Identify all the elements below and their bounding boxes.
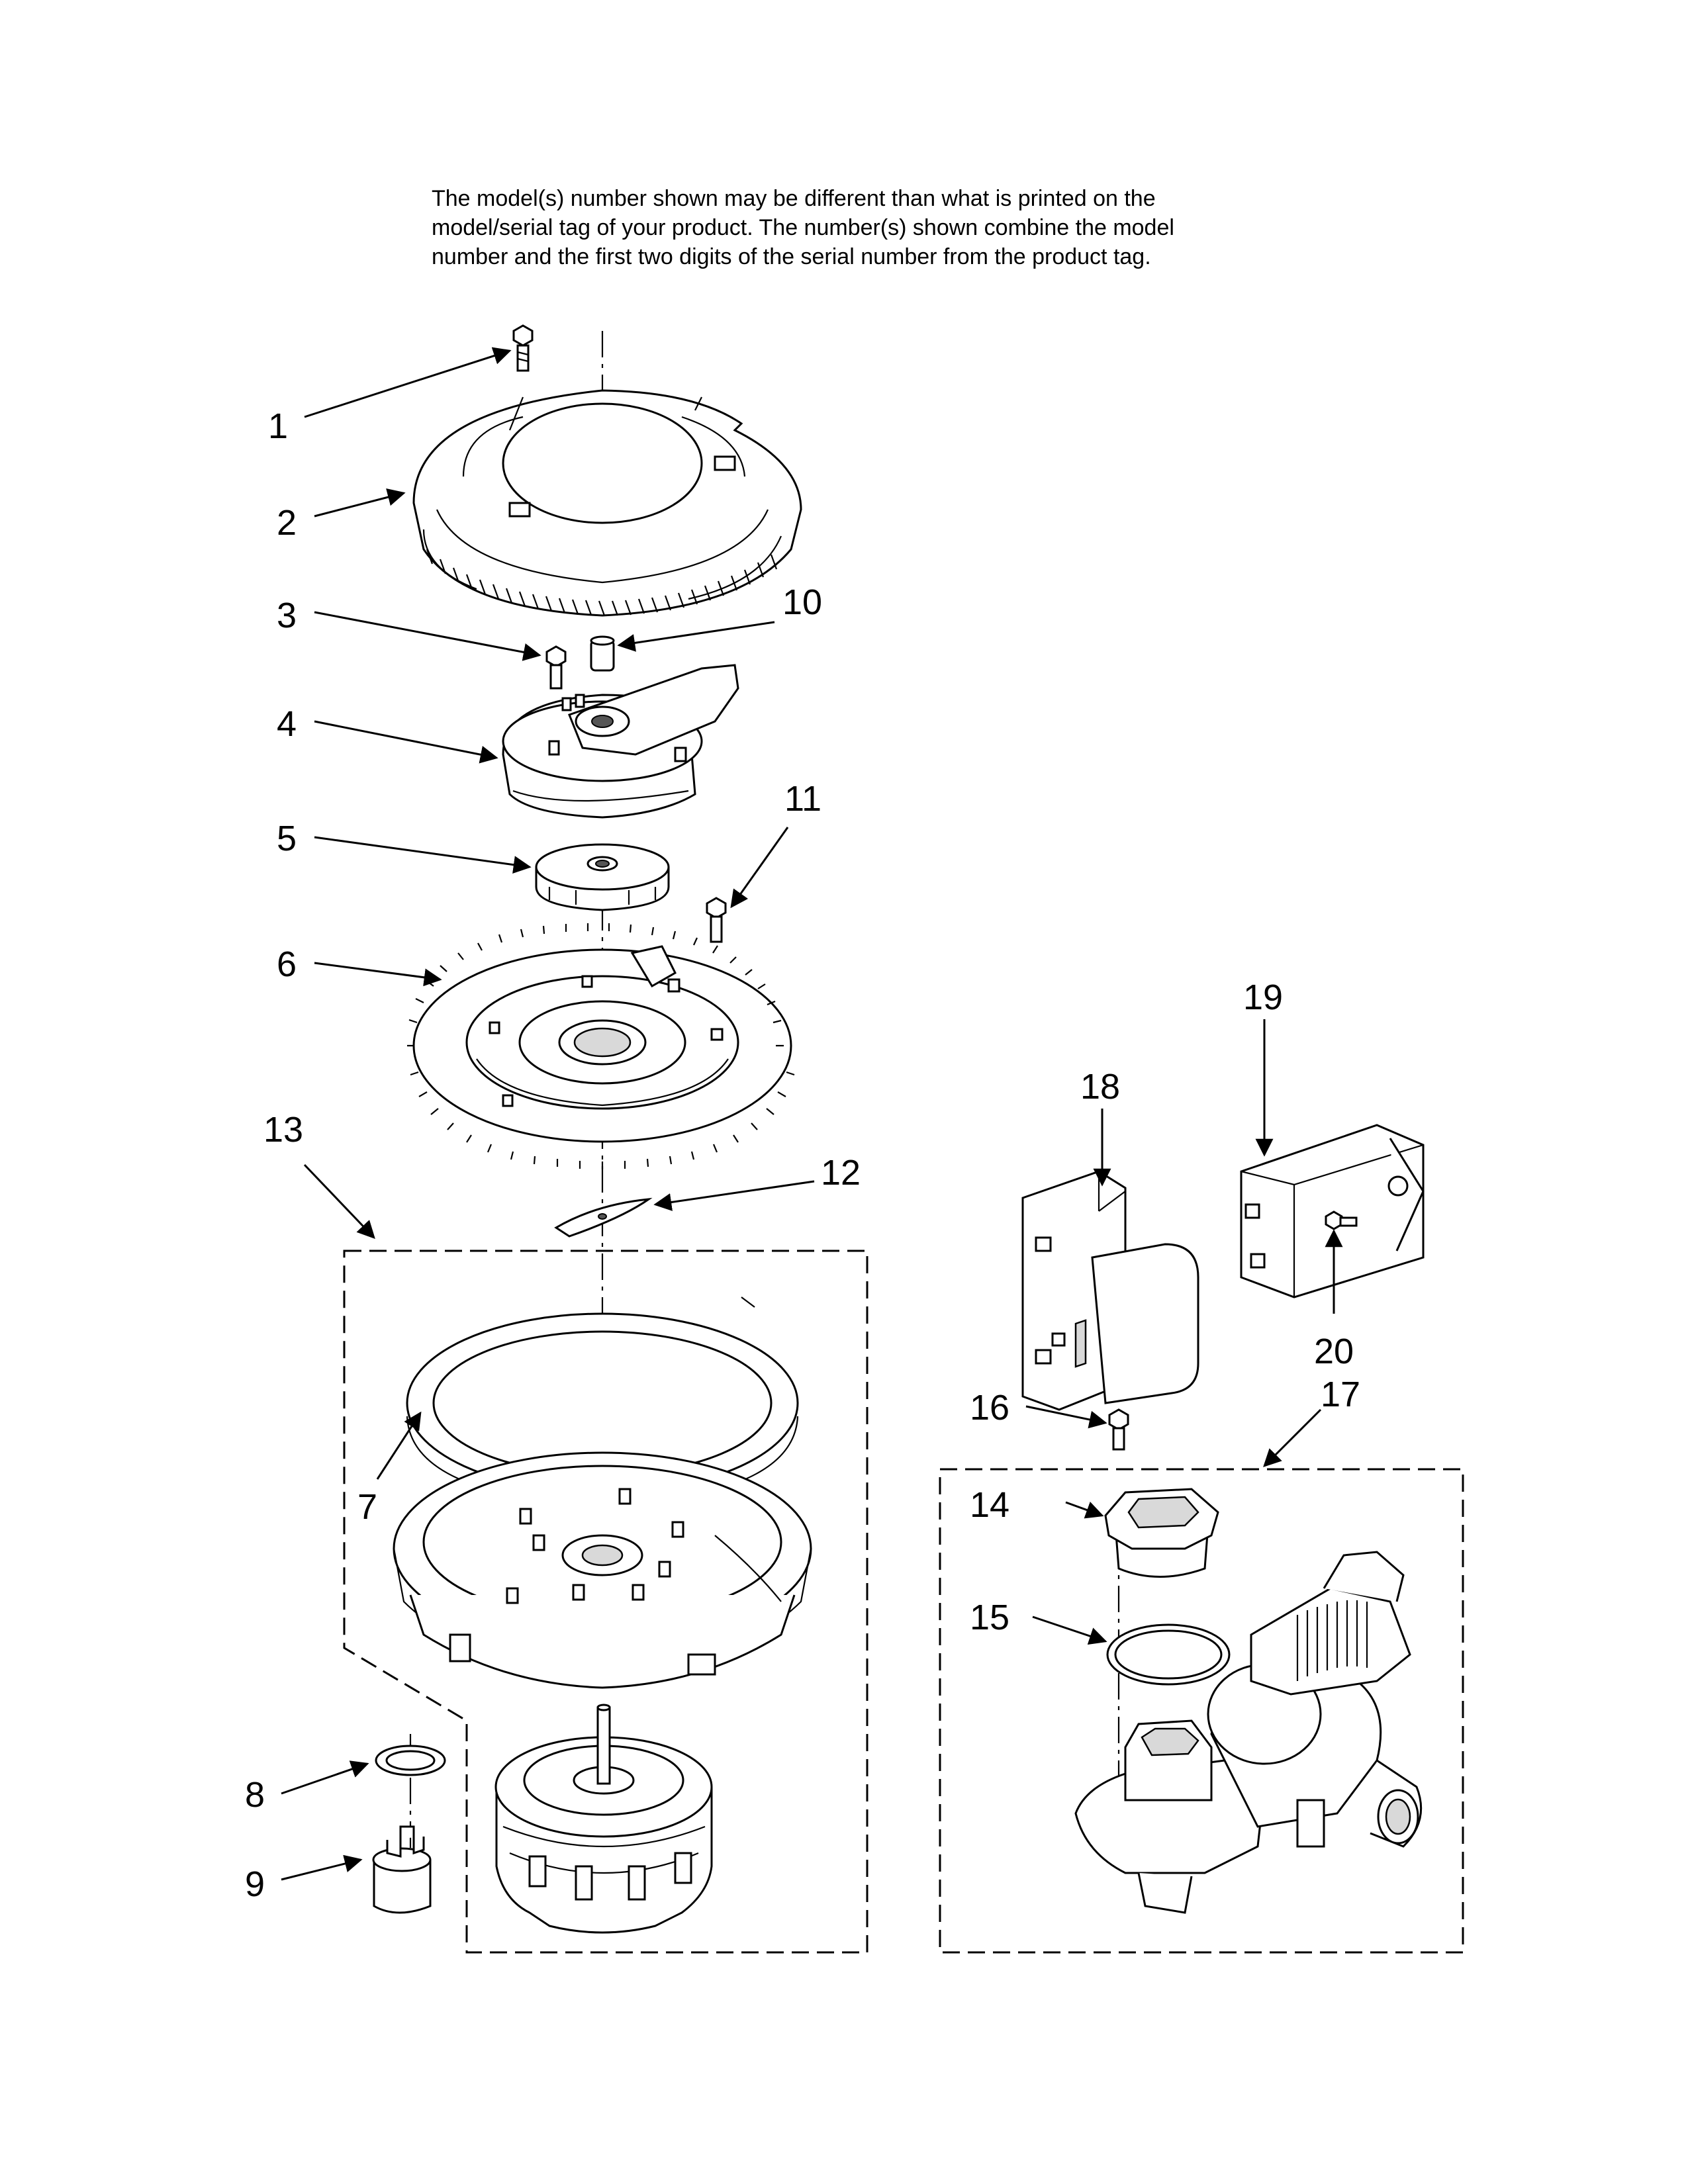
callout-16: 16 (970, 1388, 1009, 1428)
pump-housing-part-4 (502, 664, 739, 819)
callout-2: 2 (277, 503, 297, 543)
valve-part-9 (372, 1825, 432, 1914)
screw-part-20 (1325, 1210, 1358, 1230)
coupling-part-14 (1104, 1488, 1219, 1578)
leader-lines (281, 347, 1343, 1881)
screw-part-16 (1108, 1408, 1129, 1451)
callout-labels: 1 2 3 4 5 6 7 8 9 10 11 12 13 14 15 16 1… (245, 406, 1360, 1904)
bushing-part-10 (590, 635, 615, 672)
callout-1: 1 (268, 406, 288, 446)
screw-part-1 (512, 324, 534, 372)
chopper-blade-part-12 (554, 1197, 653, 1238)
callout-5: 5 (277, 819, 297, 858)
assembly-outline-17 (939, 1468, 1464, 1954)
callout-10: 10 (782, 582, 822, 622)
callout-19: 19 (1243, 978, 1283, 1017)
assembly-outline-13 (343, 1250, 868, 1954)
callout-13: 13 (263, 1110, 303, 1150)
callout-7: 7 (357, 1487, 377, 1527)
bracket-part-18 (1021, 1170, 1199, 1411)
callout-9: 9 (245, 1864, 265, 1904)
gasket-part-15 (1106, 1623, 1231, 1686)
seal-ring-part-7 (406, 1297, 799, 1507)
callout-4: 4 (277, 704, 297, 744)
screw-part-11 (706, 897, 727, 943)
callout-11: 11 (784, 779, 821, 819)
callout-3: 3 (277, 596, 297, 635)
filter-ring-part-2 (412, 389, 802, 617)
sump-assembly (393, 1451, 812, 1689)
callout-8: 8 (245, 1775, 265, 1815)
callout-12: 12 (821, 1153, 861, 1193)
callout-15: 15 (970, 1598, 1009, 1637)
cover-part-19 (1240, 1124, 1425, 1298)
note-line: model/serial tag of your product. The nu… (432, 215, 1174, 240)
callout-17: 17 (1321, 1375, 1360, 1414)
callout-18: 18 (1080, 1067, 1120, 1107)
screw-part-3 (545, 645, 567, 690)
impeller-part-5 (535, 843, 670, 911)
pump-motor (494, 1704, 713, 1934)
callout-6: 6 (277, 944, 297, 984)
model-number-note: The model(s) number shown may be differe… (432, 184, 1425, 271)
note-line: The model(s) number shown may be differe… (432, 186, 1156, 211)
callout-14: 14 (970, 1485, 1009, 1525)
o-ring-part-8 (375, 1745, 446, 1776)
drain-pump (1074, 1551, 1423, 1914)
callout-20: 20 (1314, 1332, 1354, 1371)
chopper-housing-part-6 (407, 923, 795, 1169)
note-line: number and the first two digits of the s… (432, 244, 1151, 269)
